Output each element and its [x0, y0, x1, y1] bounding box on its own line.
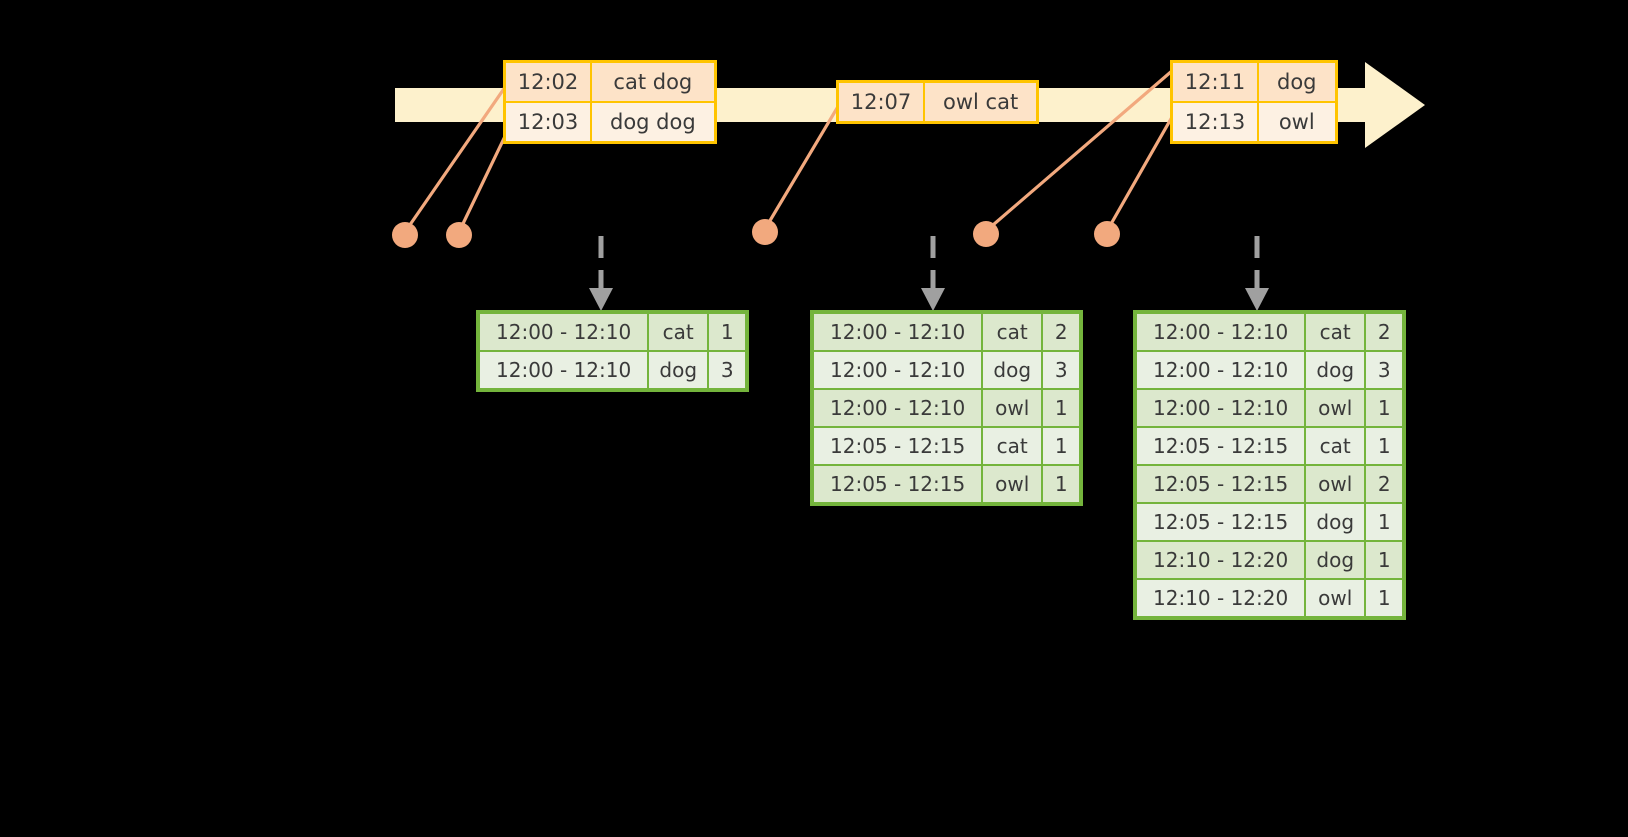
- window-cell: 12:05 - 12:15: [813, 465, 983, 503]
- event-words: dog: [1258, 62, 1336, 102]
- table-row[interactable]: 12:00 - 12:10 dog 3: [479, 351, 747, 389]
- connector-4: [984, 62, 1182, 233]
- emit-arrow-3: [1245, 236, 1269, 311]
- event-words: owl cat: [924, 82, 1038, 122]
- window-cell: 12:05 - 12:15: [1136, 427, 1306, 465]
- count-cell: 1: [1042, 389, 1081, 427]
- word-cell: dog: [1305, 351, 1366, 389]
- word-cell: owl: [982, 465, 1043, 503]
- table-row[interactable]: 12:05 - 12:15 dog 1: [1136, 503, 1404, 541]
- window-cell: 12:05 - 12:15: [1136, 503, 1306, 541]
- count-cell: 1: [1042, 427, 1081, 465]
- emit-arrows: [589, 236, 1269, 311]
- table-row[interactable]: 12:05 - 12:15 cat 1: [813, 427, 1081, 465]
- result-table-3[interactable]: 12:00 - 12:10 cat 2 12:00 - 12:10 dog 3 …: [1133, 310, 1407, 620]
- event-row[interactable]: 12:11 dog: [1172, 62, 1336, 102]
- marker-dot-2: [446, 222, 472, 248]
- event-time: 12:03: [505, 102, 591, 142]
- event-words: dog dog: [591, 102, 715, 142]
- marker-dot-3: [752, 219, 778, 245]
- window-cell: 12:10 - 12:20: [1136, 541, 1306, 579]
- count-cell: 1: [1365, 541, 1404, 579]
- table-row[interactable]: 12:00 - 12:10 cat 1: [479, 313, 747, 351]
- table-row[interactable]: 12:05 - 12:15 cat 1: [1136, 427, 1404, 465]
- window-cell: 12:00 - 12:10: [1136, 351, 1306, 389]
- window-cell: 12:00 - 12:10: [1136, 313, 1306, 351]
- event-group-3[interactable]: 12:11 dog 12:13 owl: [1170, 60, 1338, 144]
- count-cell: 3: [1042, 351, 1081, 389]
- table-row[interactable]: 12:10 - 12:20 owl 1: [1136, 579, 1404, 617]
- event-time: 12:11: [1172, 62, 1258, 102]
- count-cell: 1: [1042, 465, 1081, 503]
- word-cell: cat: [982, 313, 1043, 351]
- word-cell: cat: [648, 313, 709, 351]
- count-cell: 2: [1365, 465, 1404, 503]
- count-cell: 1: [708, 313, 747, 351]
- connector-5: [1105, 101, 1182, 233]
- window-cell: 12:00 - 12:10: [479, 313, 649, 351]
- event-group-1[interactable]: 12:02 cat dog 12:03 dog dog: [503, 60, 717, 144]
- window-cell: 12:10 - 12:20: [1136, 579, 1306, 617]
- table-row[interactable]: 12:00 - 12:10 cat 2: [813, 313, 1081, 351]
- event-group-2[interactable]: 12:07 owl cat: [836, 80, 1040, 124]
- event-row[interactable]: 12:07 owl cat: [838, 82, 1038, 122]
- window-cell: 12:00 - 12:10: [813, 389, 983, 427]
- word-cell: cat: [1305, 313, 1366, 351]
- emit-arrow-2: [921, 236, 945, 311]
- result-table-2[interactable]: 12:00 - 12:10 cat 2 12:00 - 12:10 dog 3 …: [810, 310, 1084, 506]
- event-time: 12:02: [505, 62, 591, 102]
- event-time: 12:13: [1172, 102, 1258, 142]
- event-time: 12:07: [838, 82, 924, 122]
- table-row[interactable]: 12:00 - 12:10 cat 2: [1136, 313, 1404, 351]
- table-row[interactable]: 12:05 - 12:15 owl 2: [1136, 465, 1404, 503]
- marker-dot-1: [392, 222, 418, 248]
- count-cell: 2: [1365, 313, 1404, 351]
- word-cell: cat: [1305, 427, 1366, 465]
- event-row[interactable]: 12:02 cat dog: [505, 62, 715, 102]
- table-row[interactable]: 12:00 - 12:10 owl 1: [813, 389, 1081, 427]
- word-cell: owl: [1305, 465, 1366, 503]
- result-table-1[interactable]: 12:00 - 12:10 cat 1 12:00 - 12:10 dog 3: [476, 310, 750, 392]
- table-row[interactable]: 12:00 - 12:10 dog 3: [1136, 351, 1404, 389]
- event-words: cat dog: [591, 62, 715, 102]
- marker-dot-5: [1094, 221, 1120, 247]
- word-cell: dog: [982, 351, 1043, 389]
- count-cell: 2: [1042, 313, 1081, 351]
- word-cell: dog: [1305, 503, 1366, 541]
- table-row[interactable]: 12:10 - 12:20 dog 1: [1136, 541, 1404, 579]
- word-cell: dog: [648, 351, 709, 389]
- connector-1: [403, 62, 523, 234]
- word-cell: owl: [982, 389, 1043, 427]
- window-cell: 12:05 - 12:15: [813, 427, 983, 465]
- window-cell: 12:05 - 12:15: [1136, 465, 1306, 503]
- marker-dot-4: [973, 221, 999, 247]
- window-cell: 12:00 - 12:10: [479, 351, 649, 389]
- table-row[interactable]: 12:05 - 12:15 owl 1: [813, 465, 1081, 503]
- emit-arrow-1: [589, 236, 613, 311]
- count-cell: 1: [1365, 503, 1404, 541]
- event-row[interactable]: 12:03 dog dog: [505, 102, 715, 142]
- word-cell: dog: [1305, 541, 1366, 579]
- window-cell: 12:00 - 12:10: [813, 313, 983, 351]
- count-cell: 1: [1365, 579, 1404, 617]
- count-cell: 3: [1365, 351, 1404, 389]
- window-cell: 12:00 - 12:10: [813, 351, 983, 389]
- event-row[interactable]: 12:13 owl: [1172, 102, 1336, 142]
- count-cell: 3: [708, 351, 747, 389]
- word-cell: cat: [982, 427, 1043, 465]
- table-row[interactable]: 12:00 - 12:10 dog 3: [813, 351, 1081, 389]
- count-cell: 1: [1365, 427, 1404, 465]
- window-cell: 12:00 - 12:10: [1136, 389, 1306, 427]
- table-row[interactable]: 12:00 - 12:10 owl 1: [1136, 389, 1404, 427]
- event-words: owl: [1258, 102, 1336, 142]
- word-cell: owl: [1305, 389, 1366, 427]
- word-cell: owl: [1305, 579, 1366, 617]
- count-cell: 1: [1365, 389, 1404, 427]
- event-markers: [392, 219, 1120, 248]
